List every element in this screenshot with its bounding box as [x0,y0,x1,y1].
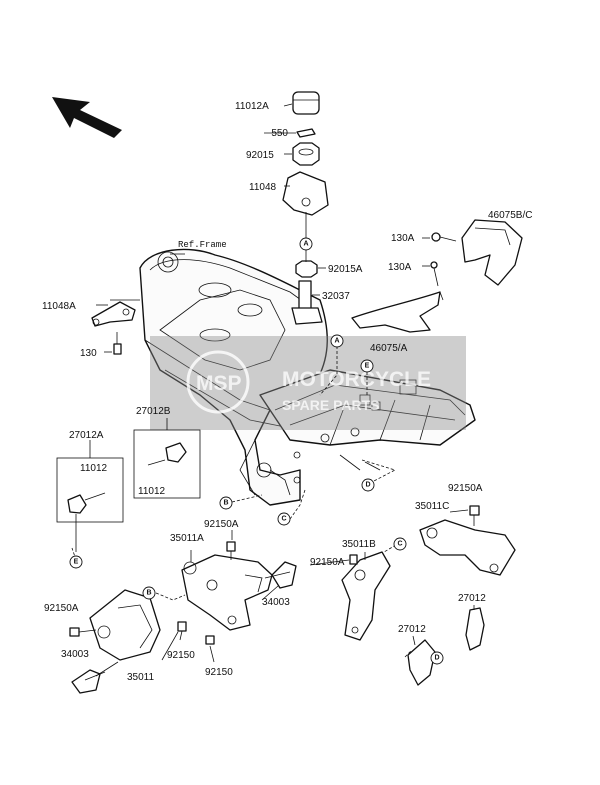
label-92150A-1: 92150A [204,519,239,530]
label-27012B: 27012B [136,406,171,417]
pin-550 [296,128,316,138]
cover-46075BC [461,219,523,286]
leader-lines [95,103,475,677]
svg-text:D: D [365,482,370,489]
ref-circle-A-top: A [299,237,313,251]
svg-text:A: A [334,338,339,345]
ref-circle-B-lower: B [142,586,156,600]
clip-27012-lower [407,639,436,686]
bolt-130 [113,332,122,355]
ref-circle-C-frame: C [277,512,291,526]
svg-text:E: E [74,559,79,566]
cap-11012A [292,91,320,115]
bolt-92150A-top [226,541,236,560]
label-34003-2: 34003 [61,649,89,660]
bolt-130A-1 [431,232,457,242]
bracket-11048A [91,299,140,327]
label-130: 130 [80,348,97,359]
clip-27012-right [465,607,485,651]
watermark-text2: SPARE PARTS [282,397,380,413]
front-direction-arrow-icon [52,97,122,138]
bolt-92150A-mid [349,554,358,565]
label-32037: 32037 [322,291,350,302]
label-92015A: 92015A [328,264,363,275]
part-labels: Ref.Frame 11012A 550 92015 11048 92015A … [42,101,532,683]
label-92150-2: 92150 [205,667,233,678]
label-27012-1: 27012 [458,593,486,604]
bolt-92150A-left [69,627,97,637]
nut-92015 [292,142,320,166]
main-frame [139,248,476,506]
watermark: MSP MOTORCYCLE SPARE PARTS [150,336,466,430]
nut-92015A [295,260,318,278]
label-11012-a: 11012 [80,463,108,474]
label-27012-2: 27012 [398,624,426,635]
ref-circle-D: D [361,478,375,492]
svg-text:C: C [281,516,286,523]
label-11048: 11048 [249,182,277,193]
ref-circle-B-frame: B [219,496,233,510]
label-130A-1: 130A [391,233,415,244]
svg-text:A: A [303,241,308,248]
ref-circle-E-left: E [69,555,83,569]
bolt-92150-2 [205,635,215,645]
label-92150A-4: 92150A [448,483,483,494]
svg-text:C: C [397,541,402,548]
peg-34003-top [264,561,297,589]
plate-11048 [282,171,329,216]
label-11048A: 11048A [42,301,76,312]
label-92150-1: 92150 [167,650,195,661]
bracket-35011B [341,551,391,641]
label-35011: 35011 [127,672,155,683]
svg-text:B: B [146,590,151,597]
clip-27012B [147,442,187,466]
svg-text:B: B [223,500,228,507]
ref-circle-C-right: C [393,537,407,551]
label-92150A-3: 92150A [310,557,345,568]
bracket-35011C [419,519,516,576]
label-46075BC: 46075B/C [488,210,532,221]
watermark-logo: MSP [196,372,242,395]
clip-27012A [67,492,106,514]
svg-text:D: D [434,655,439,662]
label-130A-2: 130A [388,262,412,273]
label-46075A: 46075/A [370,343,408,354]
bolt-92150A-right [469,505,480,526]
bolt-130A-2 [430,261,439,287]
label-27012A: 27012A [69,430,104,441]
ref-circle-D-lower: D [430,651,444,665]
cover-46075A [351,291,444,333]
label-35011C: 35011C [415,501,449,512]
svg-text:E: E [365,363,370,370]
label-34003-1: 34003 [262,597,290,608]
label-11012A: 11012A [235,101,269,112]
ref-frame-label: Ref.Frame [178,240,227,250]
bracket-35011 [89,589,161,661]
watermark-text: MOTORCYCLE [282,368,431,391]
label-35011A: 35011A [170,533,204,544]
peg-34003-bottom [71,669,106,694]
label-92015: 92015 [246,150,274,161]
ref-circle-A-frame: A [330,334,344,348]
label-92150A-2: 92150A [44,603,79,614]
bolt-32037 [291,280,323,325]
ref-circle-E-frame: E [360,359,374,373]
label-550: 550 [271,128,288,139]
label-35011B: 35011B [342,539,376,550]
bracket-35011A [181,554,273,631]
bolt-92150-1 [177,621,187,641]
label-11012-b: 11012 [138,486,166,497]
